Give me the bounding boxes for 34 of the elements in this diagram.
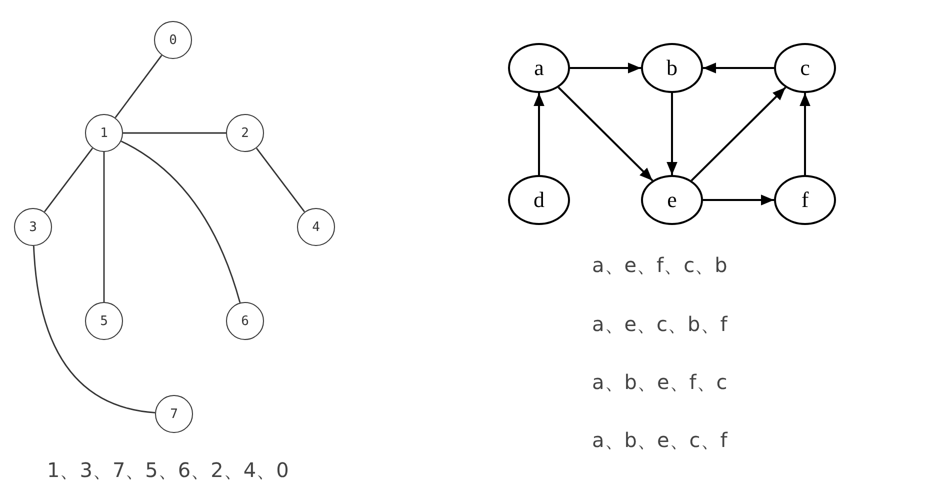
vertex-circle: 1 — [85, 114, 123, 152]
vertex-ellipse: a — [508, 43, 570, 93]
connector-line — [256, 148, 306, 212]
arrow — [534, 93, 544, 175]
vertex-ellipse: b — [641, 43, 703, 93]
curved-line — [120, 140, 241, 303]
connector-line — [44, 148, 94, 212]
vertex-ellipse: c — [774, 43, 836, 93]
curved-line — [33, 246, 156, 414]
arrow — [690, 86, 786, 182]
connector-line — [103, 152, 105, 302]
sequence-text: a、e、f、c、b — [592, 254, 728, 276]
sequence-text: 1、3、7、5、6、2、4、0 — [47, 459, 289, 481]
arrow — [800, 93, 810, 175]
arrow — [570, 62, 641, 74]
vertex-ellipse: d — [508, 175, 570, 225]
vertex-ellipse: e — [641, 175, 703, 225]
arrow — [666, 93, 678, 175]
vertex-circle: 3 — [14, 208, 52, 246]
arrow — [558, 86, 654, 182]
vertex-circle: 2 — [226, 114, 264, 152]
connector-line — [123, 132, 226, 134]
vertex-circle: 5 — [85, 302, 123, 340]
arrow — [703, 62, 774, 74]
sequence-text: a、b、e、f、c — [592, 371, 728, 393]
vertex-ellipse: f — [774, 175, 836, 225]
connector-line — [114, 54, 162, 118]
vertex-circle: 7 — [155, 395, 193, 433]
sequence-text: a、b、e、c、f — [592, 429, 728, 451]
vertex-circle: 6 — [226, 302, 264, 340]
sequence-text: a、e、c、b、f — [592, 313, 728, 335]
vertex-circle: 4 — [297, 208, 335, 246]
vertex-circle: 0 — [154, 21, 192, 59]
arrow — [703, 194, 774, 206]
